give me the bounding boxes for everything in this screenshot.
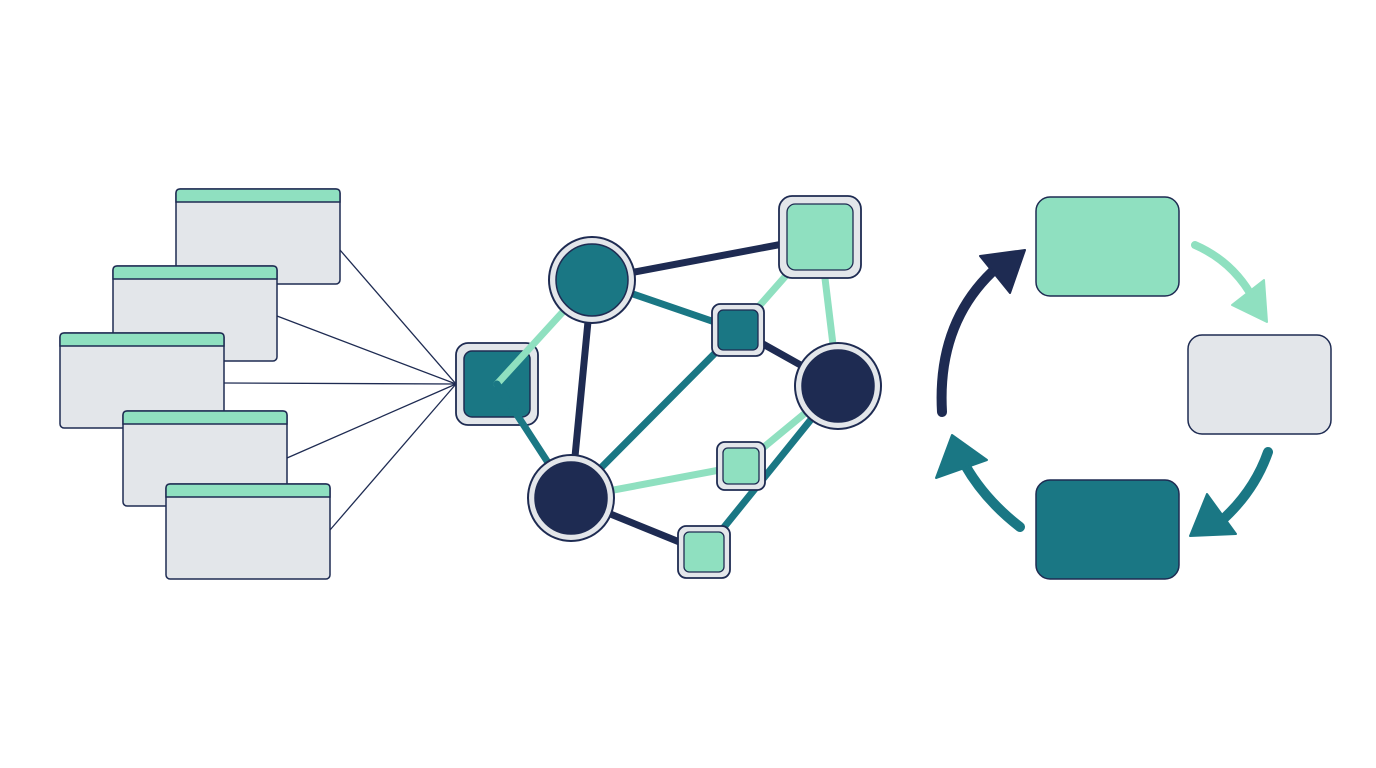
arrow-left-to-top-shaft: [936, 267, 997, 417]
arrow-left-to-top: [936, 249, 1026, 417]
node-n7: [677, 525, 731, 579]
node-n4-core: [801, 349, 875, 423]
node-n3-inner: [717, 309, 759, 351]
arrow-top-to-right: [1191, 241, 1268, 323]
arrow-bottom-to-left: [935, 434, 1025, 532]
fan-in-panel: [59, 188, 539, 580]
network-panel: [493, 195, 882, 579]
arrow-right-to-bottom-head: [1189, 493, 1237, 537]
window-5-body: [165, 483, 331, 580]
arrow-bottom-to-left-shaft: [960, 460, 1025, 532]
node-n3: [711, 303, 765, 357]
cycle-panel: [935, 196, 1332, 580]
right-box: [1187, 334, 1332, 435]
connector-line-1: [339, 249, 457, 385]
window-2-titlebar: [112, 265, 278, 280]
arrow-top-to-right-shaft: [1191, 241, 1258, 304]
window-4-titlebar: [122, 410, 288, 425]
connector-line-4: [286, 383, 457, 459]
arrow-top-to-right-head: [1231, 279, 1268, 323]
connector-line-2: [276, 315, 457, 385]
node-n4: [794, 342, 882, 430]
window-5: [165, 483, 331, 580]
window-1-titlebar: [175, 188, 341, 203]
window-3: [59, 332, 225, 429]
arrow-left-to-top-head: [979, 249, 1026, 294]
bottom-box: [1035, 479, 1180, 580]
node-n7-inner: [683, 531, 725, 573]
node-n5-core: [534, 461, 608, 535]
arrow-right-to-bottom: [1189, 447, 1273, 537]
connector-line-3: [223, 382, 457, 385]
arrow-right-to-bottom-shaft: [1215, 447, 1273, 527]
window-4: [122, 410, 288, 507]
node-n5: [527, 454, 615, 542]
connector-line-5: [329, 383, 457, 531]
arrow-bottom-to-left-head: [935, 434, 988, 479]
top-box: [1035, 196, 1180, 297]
node-n1: [548, 236, 636, 324]
node-n2-inner: [786, 203, 854, 271]
node-n6-inner: [722, 447, 760, 485]
node-n1-core: [555, 243, 629, 317]
window-3-titlebar: [59, 332, 225, 347]
window-1: [175, 188, 341, 285]
node-n6: [716, 441, 766, 491]
window-5-titlebar: [165, 483, 331, 498]
node-n2: [778, 195, 862, 279]
